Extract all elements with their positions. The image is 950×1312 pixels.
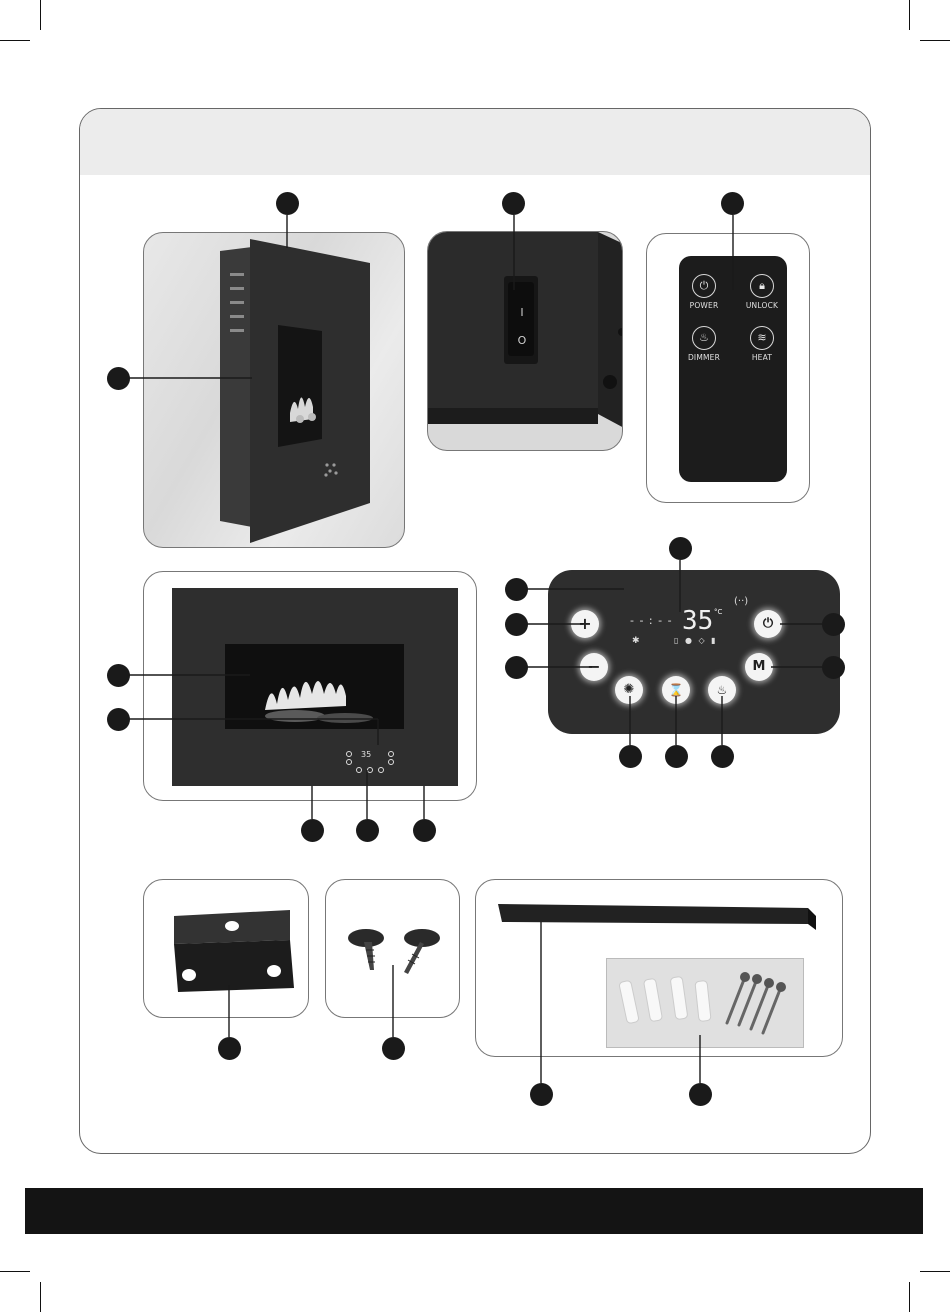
plugs-and-screws-illustration	[607, 959, 803, 1047]
status-icons: ▯ ● ◇ ▮	[674, 636, 718, 645]
flame-icon: ♨	[708, 676, 736, 704]
crop-mark	[40, 0, 41, 30]
callout-marker	[301, 819, 324, 842]
fixings-bag	[606, 958, 804, 1048]
heat-waves-icon: ≋	[750, 326, 774, 350]
callout-marker	[665, 745, 688, 768]
remote-label-unlock: UNLOCK	[739, 301, 785, 310]
flame-icon: ♨	[692, 326, 716, 350]
switch-photo-panel: I O	[427, 231, 623, 451]
screws-photo-panel	[325, 879, 460, 1018]
bracket-illustration	[144, 880, 309, 1018]
mode-m-icon: M	[745, 653, 773, 681]
screws-illustration	[326, 880, 460, 1018]
header-band	[80, 109, 870, 175]
crop-mark	[920, 1271, 950, 1272]
callout-marker	[505, 656, 528, 679]
callout-marker	[218, 1037, 241, 1060]
callout-marker	[356, 819, 379, 842]
display-dashes: - - : - -	[630, 614, 673, 627]
power-icon: ⏻	[754, 610, 782, 638]
crop-mark	[0, 40, 30, 41]
callout-marker	[107, 664, 130, 687]
crop-mark	[40, 1282, 41, 1312]
callout-marker	[107, 367, 130, 390]
flame-illustration	[225, 644, 404, 729]
control-panel-closeup: - - : - - 35 °C ✱ ▯ ● ◇ ▮ (··) + − ⏻ M ✺…	[548, 570, 840, 734]
flame-window	[225, 644, 404, 729]
crop-mark	[920, 40, 950, 41]
display-unit: °C	[714, 608, 722, 616]
callout-marker	[669, 537, 692, 560]
mini-control-panel: 35	[345, 748, 397, 776]
callout-marker	[382, 1037, 405, 1060]
power-icon: ⏻	[692, 274, 716, 298]
mounting-kit-panel	[475, 879, 843, 1057]
sensor-icon: (··)	[734, 596, 748, 607]
minus-icon: −	[580, 653, 608, 681]
lock-icon: 🔒︎	[750, 274, 774, 298]
remote-label-dimmer: DIMMER	[681, 353, 727, 362]
callout-marker	[822, 656, 845, 679]
callout-marker	[711, 745, 734, 768]
timer-icon: ⌛	[662, 676, 690, 704]
callout-marker	[413, 819, 436, 842]
fireplace-front: 35	[172, 588, 458, 786]
switch-off-mark: O	[512, 334, 532, 347]
callout-marker	[505, 578, 528, 601]
footer-bar	[25, 1188, 923, 1234]
fireplace-front-panel: 35	[143, 571, 477, 801]
snowflake-icon: ✱	[632, 636, 640, 646]
crop-mark	[909, 1282, 910, 1312]
callout-marker	[721, 192, 744, 215]
remote-control: ⏻ POWER 🔒︎ UNLOCK ♨ DIMMER ≋ HEAT	[679, 256, 787, 482]
callout-marker	[530, 1083, 553, 1106]
crop-mark	[909, 0, 910, 30]
callout-marker	[107, 708, 130, 731]
callout-marker	[276, 192, 299, 215]
remote-label-heat: HEAT	[739, 353, 785, 362]
callout-marker	[502, 192, 525, 215]
callout-marker	[619, 745, 642, 768]
display-temperature: 35	[682, 606, 713, 636]
remote-photo-panel: ⏻ POWER 🔒︎ UNLOCK ♨ DIMMER ≋ HEAT	[646, 233, 810, 503]
callout-marker	[689, 1083, 712, 1106]
dimmer-icon: ✺	[615, 676, 643, 704]
bracket-photo-panel	[143, 879, 309, 1018]
remote-label-power: POWER	[681, 301, 727, 310]
plus-icon: +	[571, 610, 599, 638]
wall-rail-illustration	[476, 880, 843, 940]
fireplace-photo-panel	[143, 232, 405, 548]
mini-temperature: 35	[361, 750, 371, 759]
callout-marker	[822, 613, 845, 636]
crop-mark	[0, 1271, 30, 1272]
fireplace-perspective-illustration	[144, 233, 405, 548]
switch-on-mark: I	[512, 306, 532, 319]
callout-marker	[505, 613, 528, 636]
